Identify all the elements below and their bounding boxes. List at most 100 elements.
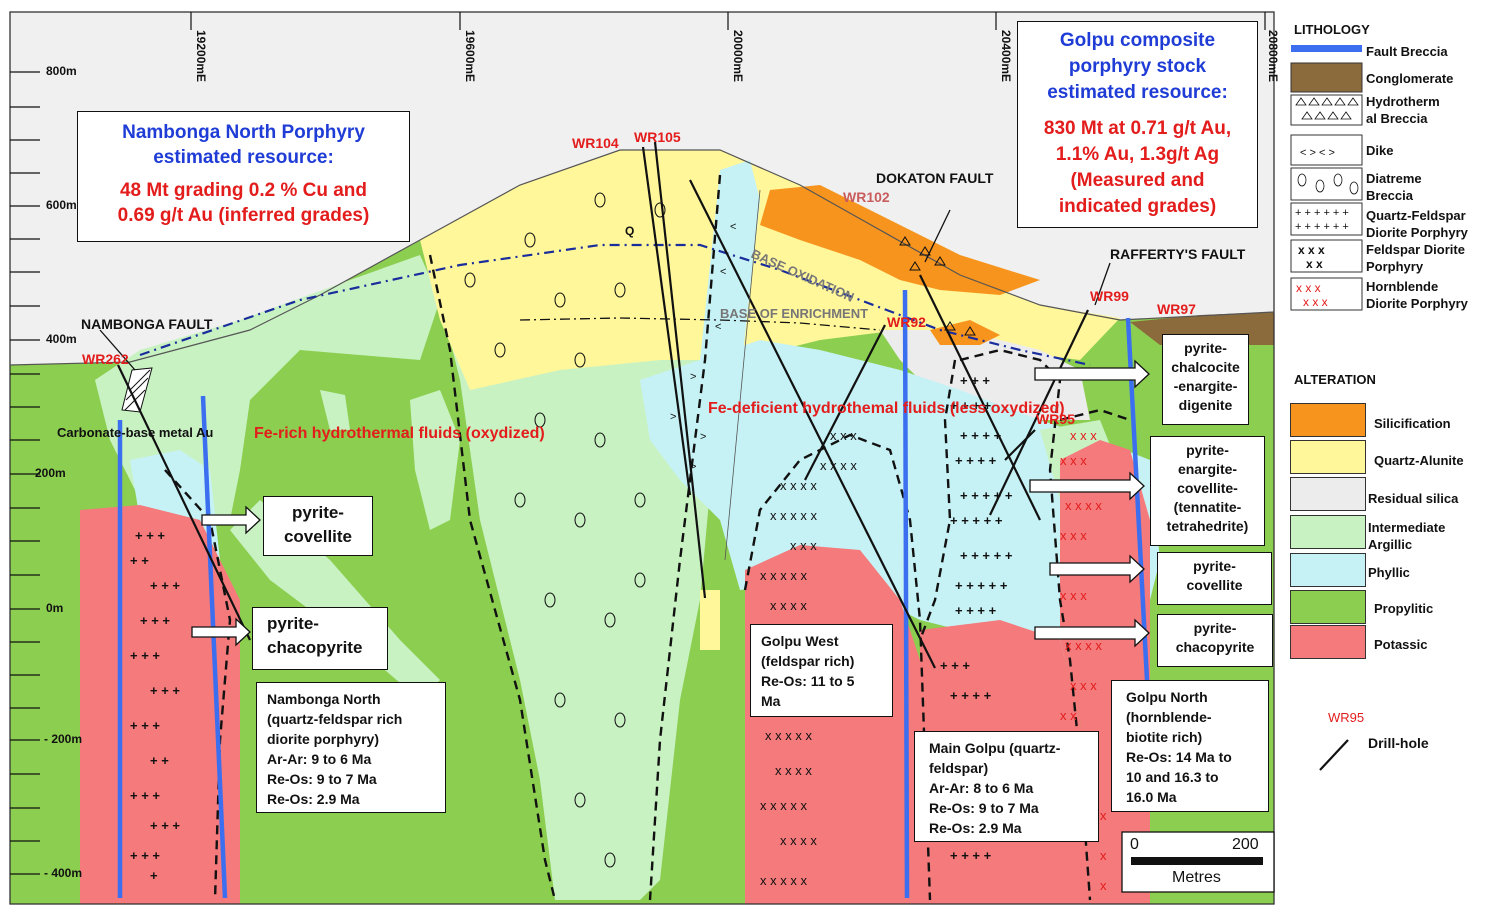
mineral-line: pyrite-	[1193, 620, 1237, 636]
scale-unit: Metres	[1172, 869, 1221, 886]
stock-line: Golpu North	[1126, 689, 1208, 705]
svg-text:+ + + + + +: + + + + + +	[1295, 221, 1349, 233]
mineral-line: tetrahedrite)	[1166, 518, 1249, 534]
dokaton-fault-label: DOKATON FAULT	[876, 170, 994, 186]
mineral-line: (tennatite-	[1173, 499, 1242, 515]
golpu-grade-2: 1.1% Au, 1.3g/t Ag	[1055, 144, 1220, 165]
legend-drill-sample: WR95	[1328, 710, 1365, 725]
porphyry-boundaries	[164, 174, 1131, 901]
drillhole-label-wr97: WR97	[1157, 301, 1196, 317]
stock-line: 16.0 Ma	[1126, 789, 1177, 805]
section-frame	[9, 11, 1275, 905]
stock-line: diorite porphyry)	[267, 731, 380, 747]
nambonga-grade-1: 48 Mt grading 0.2 % Cu and	[119, 180, 368, 201]
legend-label-quartz-feldspar: Quartz-Feldspar Diorite Porphyry	[1366, 208, 1468, 240]
stock-line: (feldspar rich)	[761, 653, 855, 669]
legend-swatch-phyllic	[1290, 553, 1366, 587]
fe-rich-line-3: fluids (oxydized)	[418, 425, 545, 442]
stock-line: (quartz-feldspar rich	[267, 711, 403, 727]
svg-text:>: >	[690, 461, 696, 473]
pattern-chevrons: <<< >>>>	[670, 221, 736, 473]
svg-text:+ + + +: + + + +	[955, 453, 997, 468]
svg-text:<: <	[730, 221, 736, 233]
pattern-triangles	[899, 236, 976, 336]
pattern-ovals	[464, 192, 666, 868]
mineral-box-pyrite-covellite-left: pyrite- covellite	[263, 496, 373, 556]
mineral-line: pyrite-	[292, 503, 344, 522]
svg-text:x x x: x x x	[1070, 678, 1097, 693]
arrows	[191, 359, 1150, 648]
svg-text:+ + + + + +: + + + + + +	[1295, 207, 1349, 219]
svg-text:+ + +: + + +	[135, 528, 165, 543]
topography-line	[9, 149, 1275, 366]
legend-label-conglomerate: Conglomerate	[1366, 71, 1454, 86]
elevation-ticks	[10, 71, 40, 875]
fe-rich-line-2: hydrothermal	[311, 425, 415, 442]
mineral-line: covellite-	[1177, 480, 1238, 496]
rafferty-fault-label: RAFFERTY'S FAULT	[1110, 246, 1246, 262]
mineral-line: chacopyrite	[267, 638, 363, 657]
easting-label-1: 19200mE	[194, 30, 208, 83]
svg-text:x x x: x x x	[1060, 453, 1087, 468]
svg-text:>: >	[700, 431, 706, 443]
mineral-line: pyrite-	[1193, 558, 1236, 574]
drillhole-label-wr102: WR102	[843, 189, 890, 205]
drillhole-label-wr95: WR95	[1036, 411, 1075, 427]
fe-deficient-line-4: oxydized)	[990, 400, 1065, 417]
legend-label-quartz-alunite: Quartz-Alunite	[1374, 453, 1464, 468]
legend-label-feldspar-diorite: Feldspar Diorite Porphyry	[1366, 242, 1465, 274]
svg-text:+ + + +: + + + +	[950, 688, 992, 703]
legend-label-hydrothermal-breccia: Hydrotherm al Breccia	[1366, 94, 1440, 126]
drillhole-label-wr92: WR92	[887, 314, 926, 330]
svg-text:>: >	[670, 411, 676, 423]
golpu-resource-box: Golpu composite porphyry stock estimated…	[1017, 21, 1258, 228]
legend-label-argillic: Intermediate Argillic	[1368, 520, 1446, 552]
stock-line: biotite rich)	[1126, 729, 1203, 745]
mineral-line: chacopyrite	[1175, 639, 1255, 655]
mineral-line: -enargite-	[1173, 378, 1238, 394]
stock-line: 10 and 16.3 to	[1126, 769, 1219, 785]
pattern-x-black: x x x xx x x x xx x x x x x x xx x x xx …	[760, 428, 857, 888]
svg-text:x x x: x x x	[1060, 528, 1087, 543]
svg-text:x: x	[1100, 848, 1107, 863]
fe-rich-label: Fe-rich hydrothermal fluids (oxydized)	[254, 423, 545, 445]
mineral-box-pyrite-covellite-right: pyrite- covellite	[1157, 552, 1272, 605]
svg-text:x x x x: x x x x	[780, 478, 817, 493]
argillic-streak-3	[320, 390, 350, 430]
easting-label-3: 20000mE	[731, 30, 745, 83]
mineral-line: pyrite-	[267, 614, 319, 633]
argillic-streak-2	[410, 390, 460, 530]
mineral-box-pyrite-chacopyrite-left: pyrite- chacopyrite	[252, 607, 388, 670]
stock-box-golpu-west: Golpu West (feldspar rich) Re-Os: 11 to …	[750, 624, 893, 717]
legend-drill-label: Drill-hole	[1368, 735, 1429, 751]
drill-holes	[117, 141, 1089, 669]
legend-alteration-title: ALTERATION	[1294, 372, 1376, 387]
svg-text:+ + +: + + +	[150, 578, 180, 593]
legend-label-silicification: Silicification	[1374, 416, 1451, 431]
legend-swatch-argillic	[1290, 515, 1366, 549]
legend-label-phyllic: Phyllic	[1368, 565, 1410, 580]
svg-text:x x x x: x x x x	[1065, 638, 1102, 653]
stock-box-golpu-north: Golpu North (hornblende- biotite rich) R…	[1111, 680, 1269, 812]
elevation-label-800: 800m	[46, 64, 77, 78]
legend-swatches: < > < > + + + + + ++ + + + + + x x xx x …	[1290, 45, 1363, 311]
svg-text:x x x x x: x x x x x	[760, 568, 807, 583]
stock-line: Main Golpu (quartz-	[929, 740, 1061, 756]
alunite-small-dike	[700, 590, 720, 650]
stock-box-main-golpu: Main Golpu (quartz- feldspar) Ar-Ar: 8 t…	[914, 731, 1099, 842]
svg-text:<: <	[720, 266, 726, 278]
mineral-box-pyrite-chacopyrite-right: pyrite- chacopyrite	[1157, 614, 1273, 667]
svg-text:x x x x x: x x x x x	[760, 873, 807, 888]
stock-line: Nambonga North	[267, 691, 381, 707]
svg-text:+ + +: + + +	[140, 613, 170, 628]
base-enrichment-label: BASE OF ENRICHMENT	[720, 306, 869, 321]
legend-swatch-potassic	[1290, 625, 1366, 659]
svg-text:x x x: x x x	[1060, 588, 1087, 603]
svg-text:x x x: x x x	[1296, 281, 1321, 295]
svg-text:x x: x x	[1306, 257, 1323, 271]
svg-text:x: x	[1100, 878, 1107, 893]
svg-text:x x x x: x x x x	[775, 763, 812, 778]
stock-line: Re-Os: 2.9 Ma	[267, 791, 360, 807]
legend-drill-line	[1319, 739, 1349, 771]
svg-text:x x x: x x x	[790, 538, 817, 553]
